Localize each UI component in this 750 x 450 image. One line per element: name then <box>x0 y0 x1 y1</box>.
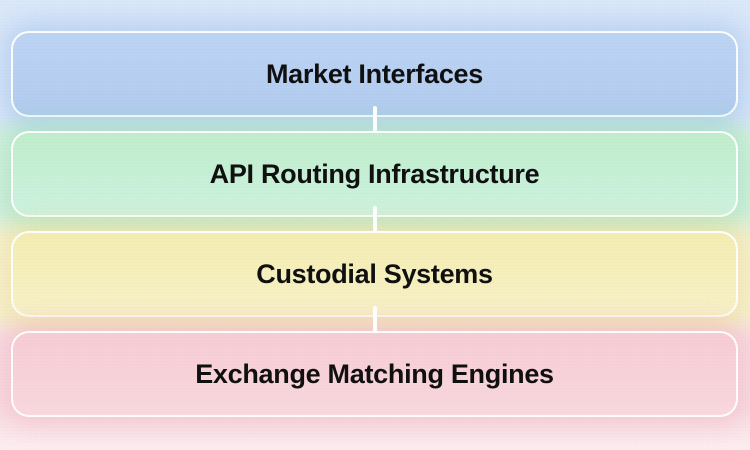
layer-market-interfaces: Market Interfaces <box>11 31 738 117</box>
layer-label-market-interfaces: Market Interfaces <box>265 58 483 89</box>
layer-label-custodial-systems: Custodial Systems <box>256 258 493 289</box>
connector-line-3 <box>373 306 377 333</box>
layer-api-routing-infrastructure: API Routing Infrastructure <box>11 131 738 217</box>
layer-label-exchange-matching-engines: Exchange Matching Engines <box>195 358 554 389</box>
connector-line-2 <box>373 206 377 233</box>
layer-custodial-systems: Custodial Systems <box>11 231 738 317</box>
connector-line-1 <box>373 106 377 133</box>
layer-exchange-matching-engines: Exchange Matching Engines <box>11 331 738 417</box>
layer-label-api-routing-infrastructure: API Routing Infrastructure <box>209 158 540 189</box>
